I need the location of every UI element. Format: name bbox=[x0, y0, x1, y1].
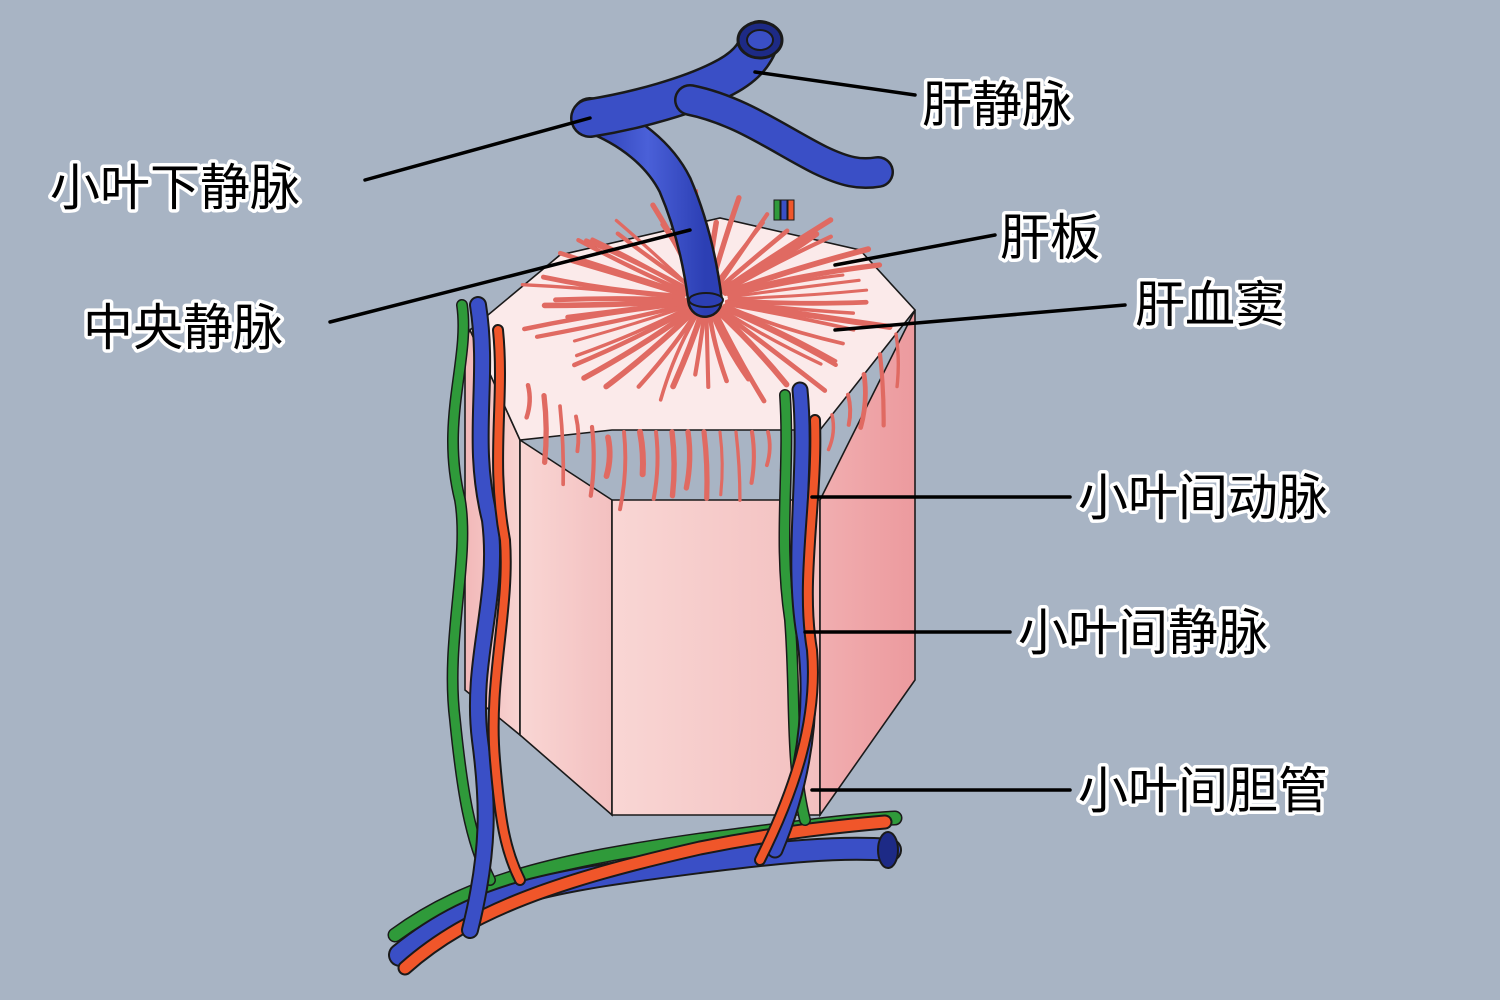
sinusoid-strand bbox=[553, 296, 686, 303]
sinusoid-strand bbox=[704, 312, 711, 389]
sinusoid-strand bbox=[717, 217, 834, 295]
sinusoid-drip bbox=[877, 352, 886, 428]
label-hepatic-plate: 肝板 bbox=[1000, 209, 1100, 267]
sinusoid-strand bbox=[729, 288, 869, 301]
sinusoid-drip bbox=[603, 434, 613, 480]
leader-lines bbox=[328, 70, 1127, 792]
portal-triads bbox=[387, 199, 903, 976]
sinusoid-strand bbox=[718, 309, 828, 393]
label-interlobular-artery: 小叶间动脉 bbox=[1078, 469, 1328, 527]
sinusoid-strand bbox=[534, 302, 691, 339]
sinusoid-strand bbox=[723, 234, 833, 293]
sinusoid-strand bbox=[584, 238, 690, 291]
label-hepatic-sinusoid: 肝血窦 bbox=[1135, 276, 1285, 334]
left-portal-triad bbox=[446, 296, 526, 939]
top-small-vessels bbox=[773, 199, 795, 221]
label-interlobular-bile-duct: 小叶间胆管 bbox=[1078, 762, 1328, 820]
sinusoid-drip bbox=[894, 332, 900, 389]
sinusoid-drip bbox=[718, 430, 724, 497]
sinusoid-drip bbox=[683, 429, 693, 491]
sinusoid-drip bbox=[734, 430, 742, 502]
sinusoid-drip bbox=[588, 424, 596, 498]
sinusoid-drip bbox=[637, 429, 646, 478]
sinusoid-drip bbox=[524, 382, 532, 420]
leader-hepatic-vein bbox=[753, 70, 917, 97]
sinusoid-strand bbox=[722, 246, 872, 296]
sinusoid-drip bbox=[858, 372, 868, 430]
sinusoid-drip bbox=[846, 392, 853, 427]
sinusoid-strand bbox=[724, 302, 856, 332]
sinusoid-drip bbox=[558, 404, 566, 487]
sinusoid-strand bbox=[714, 212, 770, 290]
labels: 肝静脉 小叶下静脉 肝板 中央静脉 肝血窦 小叶间动脉 小叶间静脉 小叶间胆管 bbox=[47, 73, 1332, 824]
sinusoid-strand bbox=[726, 262, 883, 297]
sinusoid-strand bbox=[727, 273, 845, 298]
label-hepatic-vein: 肝静脉 bbox=[922, 76, 1072, 134]
sinusoid-drip bbox=[541, 393, 549, 466]
sinusoid-strand bbox=[540, 274, 686, 299]
vein-tree bbox=[570, 20, 894, 318]
sinusoid-strand bbox=[572, 305, 696, 368]
sinusoid-strand bbox=[636, 307, 701, 389]
lobule-front-left-face bbox=[519, 438, 613, 817]
sinusoid-strand bbox=[707, 312, 729, 384]
sinusoid-strand bbox=[708, 307, 751, 382]
sinusoid-drip bbox=[826, 413, 836, 452]
sinusoid-strand bbox=[719, 307, 823, 366]
sinusoid-drip bbox=[669, 429, 677, 499]
sinusoid-strand bbox=[581, 307, 695, 381]
label-sublobular-vein: 小叶下静脉 bbox=[50, 159, 300, 217]
sinusoid-strand bbox=[712, 308, 767, 404]
leader-hepatic-plate bbox=[833, 233, 997, 267]
sinusoid-strand bbox=[572, 304, 691, 343]
sinusoid-strand bbox=[713, 307, 790, 388]
sinusoid-drip bbox=[764, 430, 772, 468]
leader-hepatic-sinusoid bbox=[833, 303, 1127, 332]
label-interlobular-vein: 小叶间静脉 bbox=[1018, 604, 1268, 662]
sinusoid-drip bbox=[618, 430, 628, 512]
sinusoid-strand bbox=[727, 297, 869, 306]
sinusoid-drip bbox=[651, 430, 660, 501]
leader-sublobular-vein bbox=[363, 116, 592, 182]
sinusoid-drip bbox=[749, 429, 756, 485]
right-portal-triad bbox=[754, 381, 822, 866]
sinusoid-drip bbox=[574, 414, 581, 454]
sinusoid-strand bbox=[574, 307, 687, 358]
sinusoid-strand bbox=[670, 309, 705, 390]
sinusoid-strand bbox=[718, 304, 838, 368]
sinusoid-strand bbox=[576, 237, 691, 296]
bottom-vein-lumen bbox=[877, 831, 899, 869]
label-central-vein: 中央静脉 bbox=[83, 299, 283, 357]
leader-central-vein bbox=[328, 228, 692, 324]
sinusoid-strand bbox=[727, 278, 861, 299]
sinusoid-drip bbox=[701, 429, 710, 501]
sinusoid-strand bbox=[603, 309, 696, 390]
